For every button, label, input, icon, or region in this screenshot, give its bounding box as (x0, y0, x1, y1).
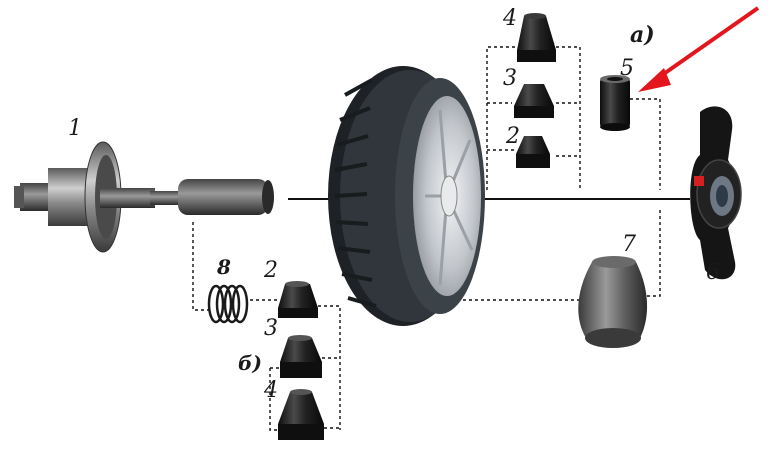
cone-4-bottom (278, 389, 324, 440)
label-1: 1 (68, 116, 82, 141)
cone-2-bottom (278, 281, 318, 318)
label-3-bottom: 3 (264, 316, 278, 341)
cone-2-top (516, 136, 550, 168)
label-3-top: 3 (503, 66, 517, 91)
cone-3-bottom (280, 335, 322, 378)
highlight-arrow (638, 6, 760, 92)
label-7: 7 (622, 232, 636, 257)
label-group-b: б) (238, 351, 262, 375)
cone-4-top (517, 13, 556, 62)
pressure-cup-7 (578, 256, 648, 348)
label-4-top: 4 (503, 6, 517, 31)
label-4-bottom: 4 (264, 378, 278, 403)
adapter-ring-5 (600, 75, 630, 131)
label-6: 6 (706, 260, 720, 285)
cone-3-top (514, 84, 554, 118)
label-8: 8 (217, 255, 231, 279)
label-group-a: а) (630, 22, 655, 48)
connector-lines-top (463, 46, 661, 301)
connector-lines-bottom (192, 222, 341, 431)
balancer-shaft-flange (14, 141, 274, 253)
wheel-tire (328, 66, 485, 326)
label-2-top: 2 (506, 124, 520, 149)
label-2-bottom: 2 (264, 258, 278, 283)
spring-8 (207, 284, 249, 324)
quick-release-wing-nut (690, 106, 742, 280)
label-5: 5 (620, 56, 634, 81)
